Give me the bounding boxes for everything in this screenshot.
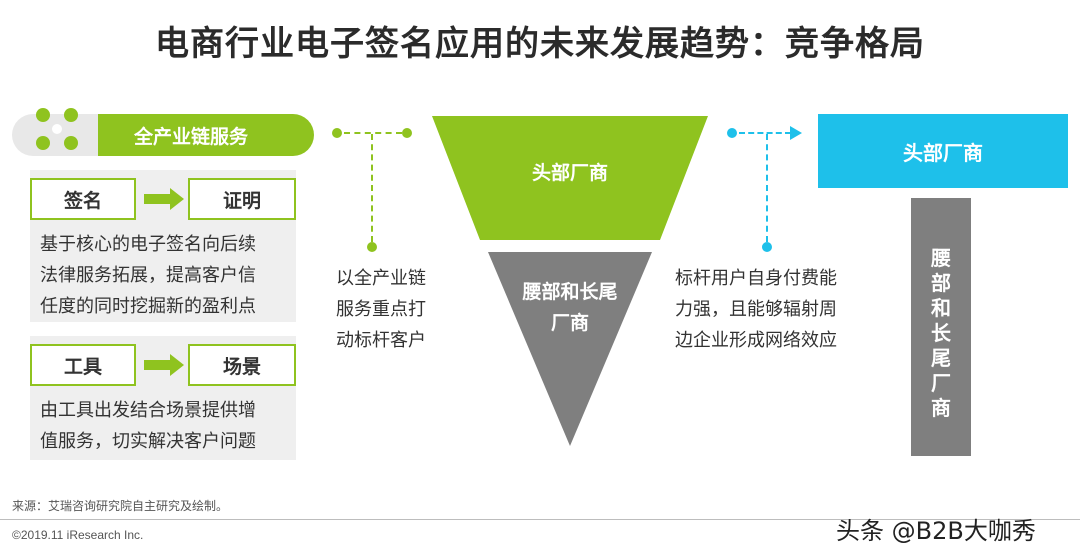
funnel-bottom-segment [488,252,652,446]
tool-description: 由工具出发结合场景提供增值服务，切实解决客户问题 [40,400,256,452]
waist-longtail-column: 腰部和长尾厂商 [911,198,971,456]
footer-divider [0,519,1080,520]
connector-line [739,132,791,134]
left-strategy-text: 以全产业链服务重点打动标杆客户 [336,268,426,351]
right-effect-text: 标杆用户自身付费能力强，且能够辐射周边企业形成网络效应 [675,268,837,351]
box-tool: 工具 [30,344,136,386]
box-signature: 签名 [30,178,136,220]
source-note: 来源：艾瑞咨询研究院自主研究及绘制。 [12,499,229,513]
tag-icon-background [12,114,100,156]
box-proof: 证明 [188,178,296,220]
connector-dot [727,128,737,138]
connector-dot [762,242,772,252]
box-scene: 场景 [188,344,296,386]
connector-dot [367,242,377,252]
connector-dot [332,128,342,138]
connector-line [766,134,768,242]
dots-grid-icon [36,108,78,150]
arrow-right-icon [144,188,184,210]
watermark: 头条 @B2B大咖秀 [836,517,1036,545]
head-vendor-box: 头部厂商 [818,114,1068,188]
funnel-top-label: 头部厂商 [531,162,608,184]
funnel-shape [432,116,708,446]
page-title: 电商行业电子签名应用的未来发展趋势：竞争格局 [155,24,925,64]
connector-line [371,134,373,242]
funnel-bottom-label: 腰部和长尾厂商 [522,281,618,334]
waist-longtail-label: 腰部和长尾厂商 [931,246,951,420]
arrow-head-icon [790,126,802,140]
signature-description: 基于核心的电子签名向后续法律服务拓展，提高客户信任度的同时挖掘新的盈利点 [40,234,256,317]
full-chain-service-tag: 全产业链服务 [98,114,314,156]
connector-dot [402,128,412,138]
connector-line [344,132,402,134]
copyright: ©2019.11 iResearch Inc. [12,528,144,542]
arrow-right-icon [144,354,184,376]
funnel-top-segment [432,116,708,240]
